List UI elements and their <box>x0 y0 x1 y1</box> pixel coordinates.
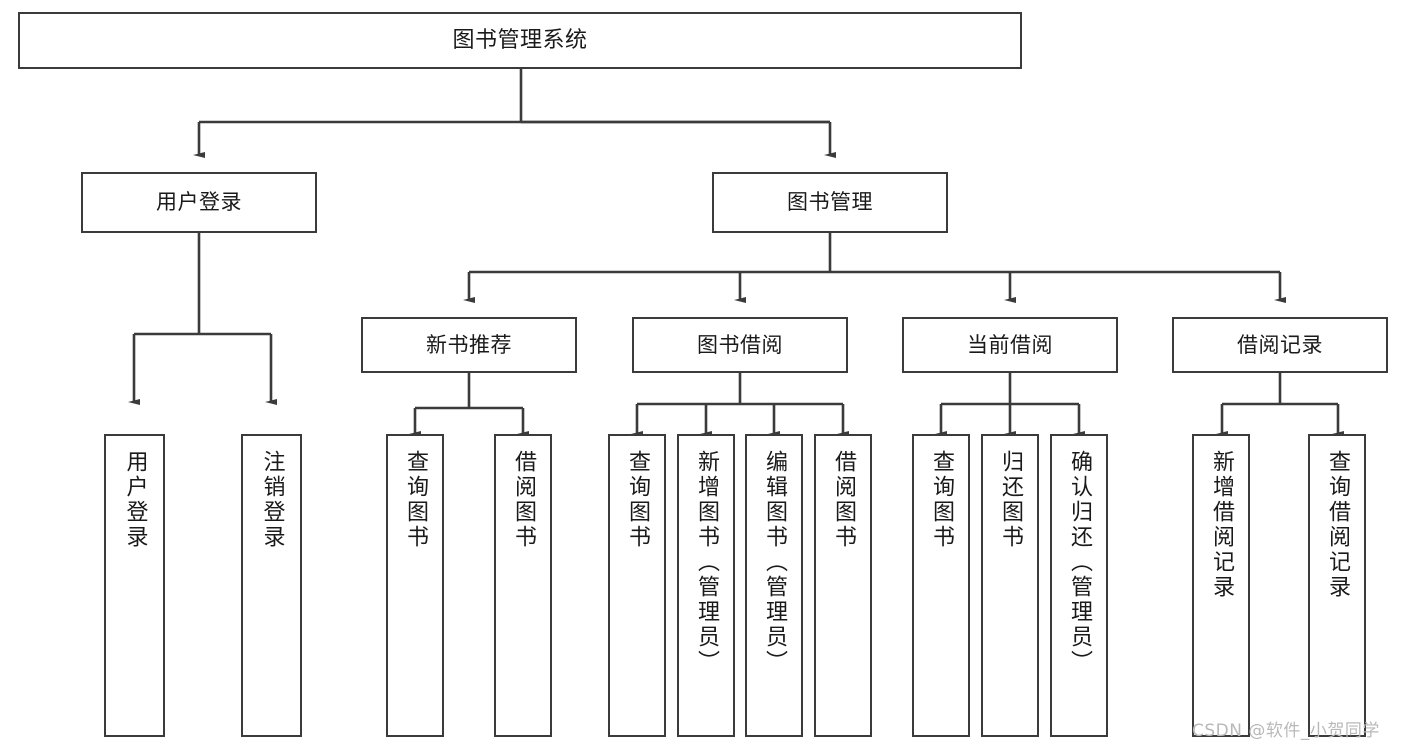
node-leaf-edit-book[interactable]: 编辑图书（管理员） <box>745 434 803 737</box>
node-current-borrow[interactable]: 当前借阅 <box>902 317 1118 373</box>
node-leaf-borrow-book-1[interactable]: 借阅图书 <box>494 434 552 737</box>
node-leaf-user-login-label: 用户登录 <box>122 450 148 550</box>
node-root[interactable]: 图书管理系统 <box>18 12 1022 69</box>
node-leaf-query-book-2-label: 查询图书 <box>625 450 650 550</box>
node-leaf-query-book-1-label: 查询图书 <box>403 450 428 550</box>
node-leaf-return-book[interactable]: 归还图书 <box>981 434 1039 737</box>
node-root-label: 图书管理系统 <box>452 27 588 53</box>
node-leaf-query-borrow-record-label: 查询借阅记录 <box>1325 450 1350 600</box>
node-borrow-record-label: 借阅记录 <box>1237 332 1323 357</box>
node-leaf-user-login[interactable]: 用户登录 <box>104 434 165 737</box>
node-leaf-confirm-return[interactable]: 确认归还（管理员） <box>1050 434 1108 737</box>
node-leaf-borrow-book-1-label: 借阅图书 <box>511 450 536 550</box>
node-user-login[interactable]: 用户登录 <box>81 172 317 233</box>
node-leaf-borrow-book-2-label: 借阅图书 <box>831 450 856 550</box>
node-borrow-record[interactable]: 借阅记录 <box>1172 317 1388 373</box>
node-leaf-query-borrow-record[interactable]: 查询借阅记录 <box>1308 434 1366 737</box>
node-leaf-borrow-book-2[interactable]: 借阅图书 <box>814 434 872 737</box>
node-book-borrow-label: 图书借阅 <box>697 332 783 357</box>
node-leaf-logout-login-label: 注销登录 <box>259 450 285 550</box>
node-leaf-confirm-return-label: 确认归还（管理员） <box>1067 450 1092 675</box>
node-leaf-add-book[interactable]: 新增图书（管理员） <box>677 434 735 737</box>
node-leaf-add-borrow-record[interactable]: 新增借阅记录 <box>1192 434 1250 737</box>
node-leaf-return-book-label: 归还图书 <box>998 450 1023 550</box>
node-book-management-label: 图书管理 <box>787 190 873 215</box>
csdn-watermark: CSDN @软件_小贺同学 <box>1192 721 1380 741</box>
node-user-login-label: 用户登录 <box>156 190 242 215</box>
node-leaf-query-book-1[interactable]: 查询图书 <box>386 434 444 737</box>
node-book-management[interactable]: 图书管理 <box>712 172 948 233</box>
node-new-book-recommend[interactable]: 新书推荐 <box>361 317 577 373</box>
node-new-book-recommend-label: 新书推荐 <box>426 332 512 357</box>
node-leaf-edit-book-label: 编辑图书（管理员） <box>762 450 787 675</box>
node-leaf-query-book-3-label: 查询图书 <box>929 450 954 550</box>
node-leaf-add-book-label: 新增图书（管理员） <box>694 450 719 675</box>
node-current-borrow-label: 当前借阅 <box>967 332 1053 357</box>
node-book-borrow[interactable]: 图书借阅 <box>632 317 848 373</box>
node-leaf-add-borrow-record-label: 新增借阅记录 <box>1209 450 1234 600</box>
node-leaf-query-book-3[interactable]: 查询图书 <box>912 434 970 737</box>
node-leaf-query-book-2[interactable]: 查询图书 <box>608 434 666 737</box>
node-leaf-logout-login[interactable]: 注销登录 <box>241 434 302 737</box>
